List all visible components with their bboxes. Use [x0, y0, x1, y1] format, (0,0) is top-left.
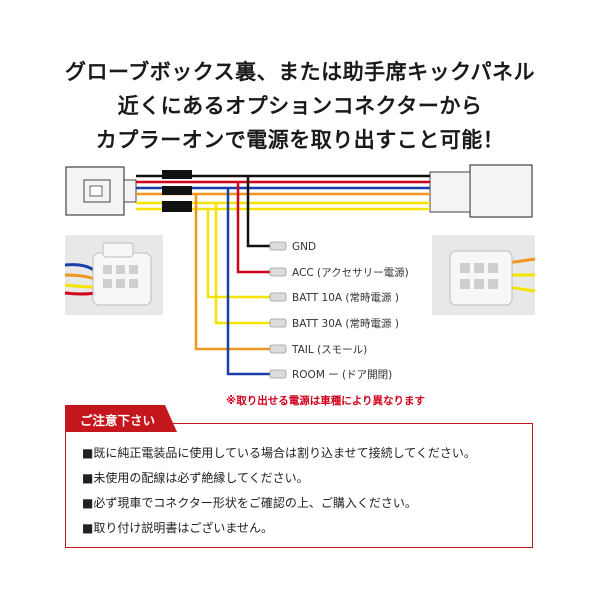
wire-label-acc: ACC (アクセサリー電源) [292, 266, 409, 279]
caution-item: ■必ず現車でコネクター形状をご確認の上、ご購入ください。 [82, 496, 417, 510]
wire-label-batt10a: BATT 10A (常時電源 ) [292, 291, 399, 304]
connector-photo-left-image [65, 235, 163, 315]
headline-line-1: グローブボックス裏、または助手席キックパネル [64, 60, 536, 84]
left-connector [65, 166, 137, 216]
branch-wires [194, 176, 270, 376]
wire-label-room: ROOM ー (ドア開閉) [292, 369, 392, 381]
caution-item: ■取り付け説明書はございません。 [82, 521, 273, 535]
caution-tab-shape [65, 405, 177, 432]
headline-line-2: 近くにあるオプションコネクターから [117, 94, 483, 118]
wire-label-gnd: GND [292, 241, 316, 253]
binding-bands [162, 170, 192, 212]
connector-photo-right [432, 235, 535, 315]
terminal-pins [269, 241, 287, 379]
power-source-note: ※取り出せる電源は車種により異なります [226, 395, 425, 407]
connector-photo-right-image [432, 235, 535, 315]
caution-item: ■既に純正電装品に使用している場合は割り込ませて接続してください。 [82, 446, 476, 460]
connector-photo-left [65, 235, 163, 315]
caution-box [65, 423, 533, 548]
wiring-diagram: GND ACC (アクセサリー電源) BATT 10A (常時電源 ) BATT… [65, 164, 533, 381]
caution-item: ■未使用の配線は必ず絶縁してください。 [82, 471, 309, 485]
right-connector [429, 164, 533, 218]
wire-label-tail: TAIL (スモール) [291, 344, 367, 356]
wire-label-batt30a: BATT 30A (常時電源 ) [292, 317, 399, 330]
caution-title: ご注意下さい [80, 413, 156, 428]
headline-line-3: カプラーオンで電源を取り出すこと可能！ [95, 128, 505, 152]
